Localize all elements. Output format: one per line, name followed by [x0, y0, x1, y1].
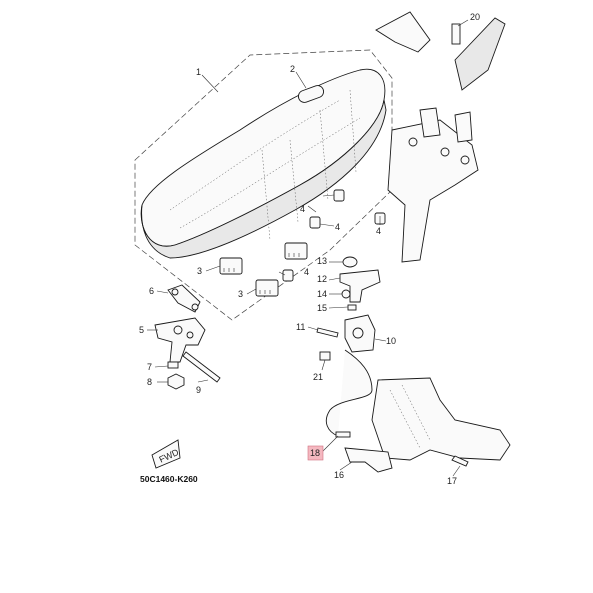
rear-fender — [371, 377, 511, 461]
seat-hinge-bracket[interactable] — [154, 317, 206, 363]
damper-center[interactable] — [255, 279, 279, 297]
damper-small-group[interactable] — [282, 189, 386, 282]
cable-holder-16[interactable] — [344, 447, 393, 473]
leader-lines — [147, 19, 469, 477]
callout-21: 21 — [313, 372, 323, 382]
callout-6: 6 — [149, 286, 154, 296]
callout-11: 11 — [296, 322, 305, 332]
forward-direction-indicator: FWD — [151, 439, 181, 469]
seat-lock-cable[interactable] — [325, 349, 373, 438]
callout-18-highlight — [307, 445, 324, 461]
damper-left[interactable] — [219, 257, 243, 275]
seat-lock-screw[interactable] — [347, 304, 357, 311]
screw-11[interactable] — [316, 327, 339, 338]
callout-4-a: 4 — [300, 204, 305, 214]
bolt-20[interactable] — [451, 23, 461, 45]
seat-lock-collar[interactable] — [342, 256, 358, 268]
callout-4-d: 4 — [304, 267, 309, 277]
hinge-link[interactable] — [167, 284, 201, 313]
screw-21[interactable] — [319, 351, 331, 361]
callout-5: 5 — [139, 325, 144, 335]
callout-2: 2 — [290, 64, 295, 74]
seat[interactable] — [140, 68, 387, 259]
callout-14: 14 — [317, 289, 327, 299]
rear-frame — [387, 107, 479, 263]
callout-3-left: 3 — [197, 266, 202, 276]
seat-bumper[interactable] — [297, 84, 326, 104]
diagram-code: 50C1460-K260 — [140, 474, 198, 484]
callout-7: 7 — [147, 362, 152, 372]
callout-3-center: 3 — [238, 289, 243, 299]
callout-15: 15 — [317, 303, 327, 313]
callout-16: 16 — [334, 470, 344, 480]
callout-9: 9 — [196, 385, 201, 395]
callout-20: 20 — [470, 12, 480, 22]
callout-17: 17 — [447, 476, 457, 486]
bolt-17[interactable] — [451, 455, 469, 467]
damper-right[interactable] — [284, 242, 308, 260]
callout-1: 1 — [196, 67, 201, 77]
callout-13: 13 — [317, 256, 327, 266]
hinge-nut[interactable] — [167, 373, 185, 390]
seat-lock-assembly[interactable] — [344, 314, 376, 353]
callout-10: 10 — [386, 336, 396, 346]
callout-12: 12 — [317, 274, 327, 284]
grab-rail — [375, 11, 506, 91]
callout-4-b: 4 — [335, 222, 340, 232]
callout-8: 8 — [147, 377, 152, 387]
hinge-shaft[interactable] — [182, 351, 221, 383]
callout-4-c: 4 — [376, 226, 381, 236]
callout-18[interactable]: 18 — [310, 448, 320, 458]
hinge-bolt[interactable] — [167, 361, 179, 369]
seat-lock-spring[interactable] — [341, 289, 351, 299]
